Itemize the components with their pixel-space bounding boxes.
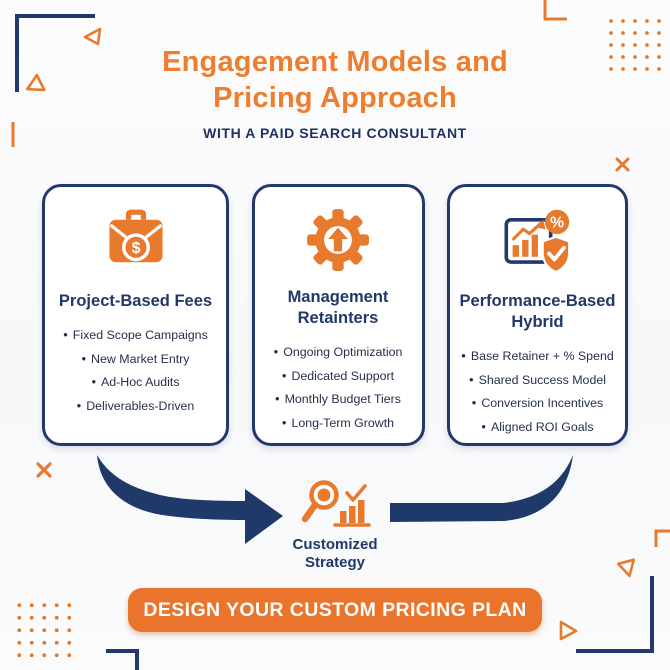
bullet-item: Long-Term Growth: [261, 416, 416, 430]
gear-up-arrow-icon: [305, 207, 371, 273]
center-label-line2: Strategy: [304, 554, 365, 571]
card-bullet-list: Base Retainer + % Spend Shared Success M…: [456, 349, 619, 443]
cta-button[interactable]: DESIGN YOUR CUSTOM PRICING PLAN: [128, 588, 542, 632]
triangle-icon: [559, 620, 578, 641]
svg-text:$: $: [131, 240, 140, 257]
triangle-icon: [616, 558, 636, 578]
card-management-retainers: Management Retainters Ongoing Optimizati…: [251, 184, 425, 446]
bullet-item: Shared Success Model: [456, 373, 619, 387]
briefcase-dollar-icon: $: [102, 207, 170, 277]
dot-grid-top-right: [604, 14, 663, 72]
card-bullet-list: Ongoing Optimization Dedicated Support M…: [261, 345, 416, 439]
right-swoosh-arrow: [390, 455, 573, 522]
bullet-item: Dedicated Support: [261, 369, 416, 383]
triangle-icon: [83, 27, 102, 46]
card-heading: Management Retainters: [287, 288, 389, 327]
bullet-item: Deliverables-Driven: [51, 399, 220, 413]
bullet-item: Fixed Scope Campaigns: [51, 328, 220, 342]
chart-percent-shield-icon: %: [501, 207, 575, 277]
corner-bracket-bottom-left: [106, 649, 139, 670]
bullet-item: New Market Entry: [51, 352, 220, 366]
card-heading: Performance-Based Hybrid: [459, 292, 616, 331]
dot-grid-bottom-left: [12, 598, 74, 659]
bullet-item: Ongoing Optimization: [261, 345, 416, 359]
orange-bracket-right-edge: [654, 529, 670, 547]
customized-strategy-block: Customized Strategy: [255, 478, 415, 572]
page-title-line2: Pricing Approach: [213, 82, 457, 114]
page-title-line1: Engagement Models and: [162, 46, 508, 78]
x-mark-icon: [615, 157, 630, 172]
orange-bracket-top-right: [543, 0, 567, 21]
bullet-item: Monthly Budget Tiers: [261, 392, 416, 406]
bullet-item: Aligned ROI Goals: [456, 420, 619, 434]
card-project-based-fees: $ Project-Based Fees Fixed Scope Campaig…: [42, 184, 229, 446]
x-mark-icon: [36, 462, 52, 478]
bullet-item: Conversion Incentives: [456, 396, 619, 410]
cards-row: $ Project-Based Fees Fixed Scope Campaig…: [42, 184, 628, 446]
corner-bracket-bottom-right: [576, 576, 654, 653]
page-subtitle: WITH A PAID SEARCH CONSULTANT: [203, 125, 467, 141]
card-bullet-list: Fixed Scope Campaigns New Market Entry A…: [51, 328, 220, 422]
customized-strategy-label: Customized Strategy: [292, 536, 377, 572]
header: Engagement Models and Pricing Approach W…: [0, 44, 670, 141]
center-label-line1: Customized: [292, 536, 378, 553]
svg-text:%: %: [549, 215, 563, 232]
magnifier-chart-icon: [295, 478, 375, 532]
bullet-item: Ad-Hoc Audits: [51, 375, 220, 389]
bullet-item: Base Retainer + % Spend: [456, 349, 619, 363]
card-heading: Project-Based Fees: [58, 292, 213, 310]
card-performance-based-hybrid: % Performance-Based Hybrid Base Retainer…: [447, 184, 628, 446]
